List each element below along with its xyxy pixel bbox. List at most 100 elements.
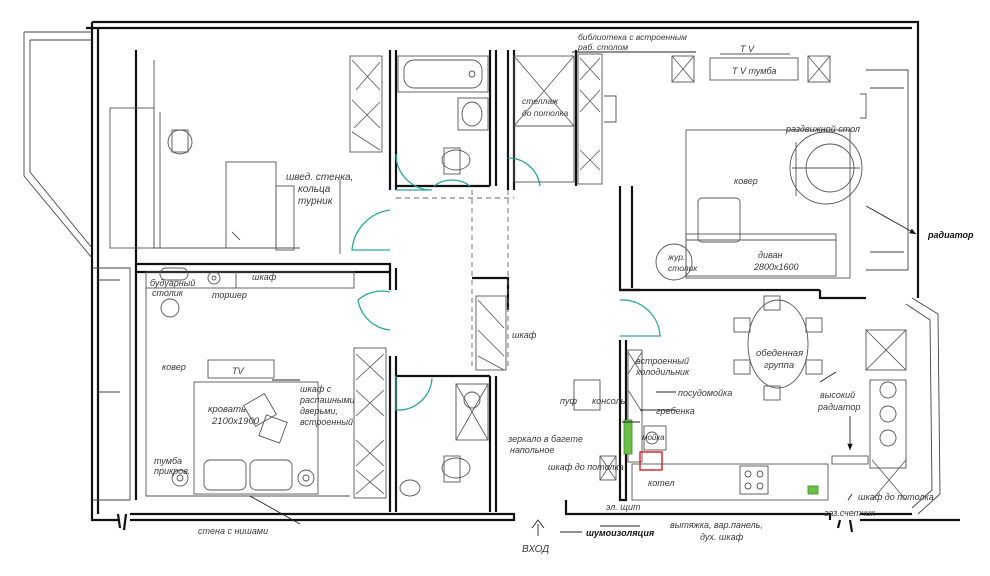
label-sink: мойка	[642, 433, 665, 442]
round-table	[789, 131, 863, 205]
console	[573, 379, 601, 411]
shower	[455, 383, 489, 441]
interior-walls	[134, 50, 866, 512]
label-cabinet-ceiling: шкаф до потолка	[548, 462, 624, 472]
coffee-table	[655, 243, 693, 281]
kitchen-sink	[643, 425, 667, 451]
label-mirror: зеркало в багете	[507, 434, 583, 444]
label-carpet-living: ковер	[734, 176, 758, 186]
label-sofa-size: 2800x1600	[753, 262, 799, 272]
thresholds	[396, 190, 514, 370]
label-carpet-bed: ковер	[162, 362, 186, 372]
label-noise: шумоизоляция	[586, 528, 655, 538]
label-tv-small: TV	[232, 366, 244, 376]
bathroom-top	[397, 55, 489, 175]
toilet-bottom	[443, 455, 461, 483]
label-sofa: диван	[758, 250, 782, 260]
room-labels: библиотека с встроенным раб. столом T V …	[150, 32, 974, 555]
kitchen-counter	[631, 463, 829, 501]
label-tv: T V	[740, 44, 755, 54]
label-appliances: вытяжка, вар.панель,	[670, 520, 763, 530]
gas-meter	[807, 485, 819, 495]
shelving-top	[513, 55, 575, 183]
bathroom-bottom	[399, 383, 489, 497]
label-wardrobe-sliding: шкаф с	[300, 384, 332, 394]
label-wardrobe-top: шкаф	[252, 272, 277, 282]
label-floor-lamp: торшер	[212, 290, 247, 300]
kitchen	[573, 295, 907, 501]
label-folding-table: раздвижной стол	[785, 124, 860, 134]
ceiling-cabinet-right	[865, 329, 907, 371]
leader-lines	[249, 51, 917, 533]
label-console: консоль	[592, 396, 626, 406]
armchair	[697, 197, 741, 243]
bedroom-wardrobe	[353, 347, 387, 499]
label-wardrobe-sliding-3: дверьми,	[300, 406, 338, 416]
living-room	[577, 53, 867, 281]
label-boiler: котел	[648, 478, 675, 488]
doors	[351, 153, 661, 411]
label-wardrobe-sliding-4: встроенный	[300, 417, 353, 427]
label-dishwasher: посудомойка	[678, 388, 732, 398]
label-wardrobe-sliding-2: распашными	[299, 395, 355, 405]
label-puf: пуф	[560, 396, 577, 406]
label-niche-wall: стена с нишами	[198, 526, 268, 536]
label-bar: турник	[298, 196, 334, 207]
label-shelving: стеллаж	[522, 96, 559, 106]
bathtub	[397, 55, 489, 93]
label-appliances-2: дух. шкаф	[700, 532, 744, 542]
label-wardrobe-mid: шкаф	[512, 330, 537, 340]
label-dining: обеденная	[756, 348, 803, 359]
tall-radiator	[869, 379, 907, 469]
label-dressing-table: будуарный	[150, 278, 195, 288]
label-fridge: встроенный	[636, 356, 689, 366]
label-cabinet-ceiling-2: шкаф до потолка	[858, 492, 934, 502]
label-dining-2: группа	[764, 360, 794, 371]
label-rings: кольца	[298, 184, 331, 195]
comb-green	[623, 419, 633, 455]
label-entrance: ВХОД	[522, 544, 549, 555]
rings-frame	[225, 161, 277, 249]
label-library-2: раб. столом	[577, 42, 628, 52]
entrance-marker	[531, 519, 545, 536]
label-swedish-wall: швед. стенка,	[286, 172, 353, 183]
toilet-top	[441, 147, 471, 175]
sports-room	[109, 55, 383, 254]
office-chair	[167, 129, 193, 155]
label-mirror-2: напольное	[510, 445, 554, 455]
outer-walls	[23, 20, 960, 533]
label-nightstand-2: прикров.	[154, 466, 190, 476]
top-shelf	[145, 271, 355, 289]
basin	[457, 97, 489, 131]
label-nightstand: тумба	[154, 456, 182, 466]
label-bed: кровать	[208, 404, 246, 415]
label-high-radiator-2: радиатор	[817, 402, 860, 412]
floor-lamp	[207, 271, 221, 285]
label-shelving-2: до потолка	[522, 108, 569, 118]
label-coffee-table: жур.	[667, 252, 685, 262]
label-coffee-table-2: столик	[668, 263, 698, 273]
label-comb: гребенка	[656, 406, 695, 416]
swedish-wall	[349, 55, 383, 153]
tv-bench	[207, 359, 275, 379]
tv-stand	[709, 57, 799, 81]
library-shelf	[577, 53, 603, 185]
label-panel: эл. щит	[606, 502, 641, 512]
bed	[193, 381, 319, 495]
label-high-radiator: высокий	[820, 390, 855, 400]
label-fridge-2: холодильник	[635, 367, 690, 377]
label-radiator: радиатор	[927, 230, 974, 240]
label-gas-meter: газ.счетчик	[824, 508, 876, 518]
sofa	[685, 233, 837, 277]
living-carpet	[685, 129, 851, 279]
boiler	[639, 451, 663, 471]
dining-set	[733, 295, 823, 401]
fridge	[627, 349, 643, 463]
bedroom	[145, 267, 387, 499]
center-closet	[475, 295, 507, 371]
label-tv-stand: T V тумба	[732, 66, 777, 76]
label-bed-size: 2100x1900	[211, 416, 260, 427]
label-dressing-table-2: столик	[152, 288, 184, 298]
label-library: библиотека с встроенным	[578, 32, 687, 42]
